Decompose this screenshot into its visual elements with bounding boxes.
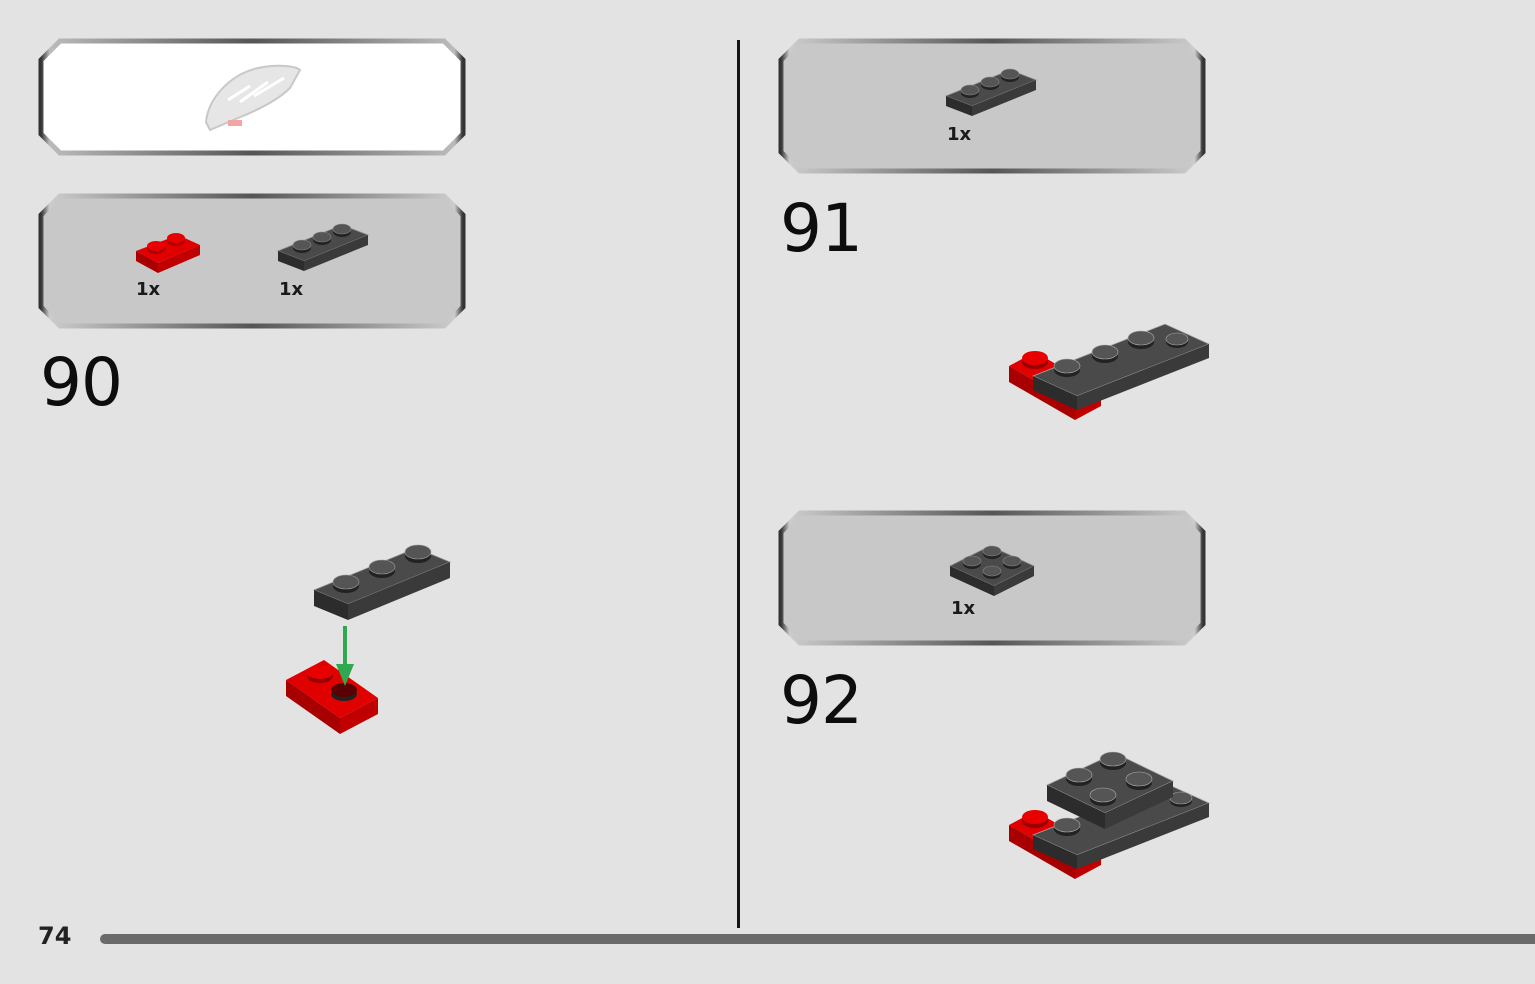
parts-callout-step-90: 1x 1x: [38, 193, 466, 329]
dark-grey-plate-1x3-icon: [944, 68, 1038, 116]
parts-callout-step-91: 1x: [778, 38, 1206, 174]
dark-grey-plate-1x3-icon: [276, 223, 370, 271]
submodel-preview-image: [204, 64, 302, 132]
qty-dark-grey-plate-2x2: 1x: [951, 598, 976, 619]
qty-dark-grey-plate: 1x: [947, 124, 972, 145]
page-number: 74: [38, 922, 72, 950]
step-number-91: 91: [780, 190, 863, 267]
qty-dark-grey-plate: 1x: [279, 279, 304, 300]
footer-bar: [100, 934, 1535, 944]
submodel-callout: [38, 38, 466, 156]
qty-red-plate: 1x: [136, 279, 161, 300]
red-plate-1x2-icon: [136, 233, 200, 273]
step-number-90: 90: [40, 344, 123, 421]
column-divider: [737, 40, 740, 928]
dark-grey-plate-2x2-icon: [949, 545, 1035, 596]
step-number-92: 92: [780, 662, 863, 739]
step-91-assembly-illustration: [1009, 323, 1211, 420]
parts-callout-step-92: 1x: [778, 510, 1206, 646]
step-92-assembly-illustration: [1009, 751, 1211, 879]
step-90-assembly-illustration: [286, 544, 452, 734]
